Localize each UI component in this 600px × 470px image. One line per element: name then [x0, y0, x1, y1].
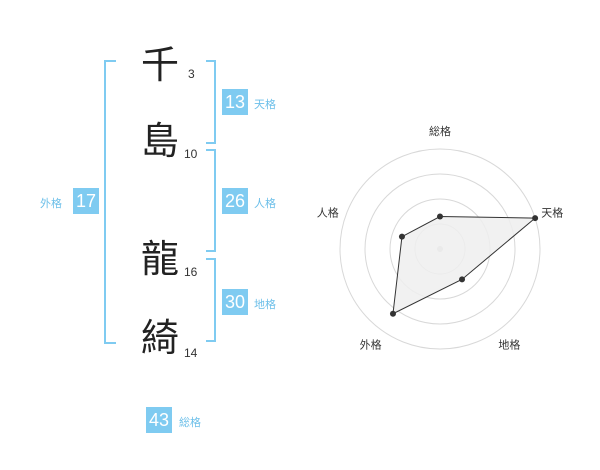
name-character-1: 千 [141, 43, 180, 87]
radar-axis-label-1: 総格 [429, 124, 451, 138]
radar-point-3 [459, 276, 466, 283]
radar-point-4 [389, 310, 396, 317]
stroke-count-1: 3 [188, 67, 195, 81]
stroke-count-4: 14 [184, 346, 198, 360]
stroke-count-3: 16 [184, 265, 198, 279]
jinkaku-badge: 26 [222, 188, 248, 214]
tenkaku-bracket [206, 60, 216, 144]
stroke-count-2: 10 [184, 147, 198, 161]
radar-grid-ring [364, 173, 516, 325]
tenkaku-badge: 13 [222, 89, 248, 115]
tenkaku-label: 天格 [254, 98, 276, 111]
chikaku-bracket [206, 258, 216, 342]
name-character-3: 龍 [141, 237, 180, 281]
soukaku-label: 総格 [179, 416, 201, 429]
chikaku-label: 地格 [254, 298, 276, 311]
gaikaku-label: 外格 [40, 197, 62, 210]
radar-point-2 [532, 215, 539, 222]
radar-point-1 [437, 213, 443, 220]
radar-grid-ring [339, 148, 541, 350]
radar-point-5 [398, 233, 405, 240]
radar-series-polygon [392, 215, 537, 315]
jinkaku-label: 人格 [254, 197, 276, 210]
soukaku-badge: 43 [146, 407, 172, 433]
jinkaku-bracket [206, 149, 216, 252]
radar-axis-label-3: 地格 [498, 337, 520, 351]
name-character-4: 綺 [141, 316, 180, 360]
radar-axis-label-5: 人格 [317, 206, 339, 220]
gaikaku-bracket [104, 60, 116, 344]
gaikaku-badge: 17 [73, 188, 99, 214]
chikaku-badge: 30 [222, 289, 248, 315]
radar-axis-label-2: 天格 [541, 206, 563, 220]
radar-axis-label-4: 外格 [360, 337, 382, 351]
name-character-2: 島 [141, 119, 180, 163]
